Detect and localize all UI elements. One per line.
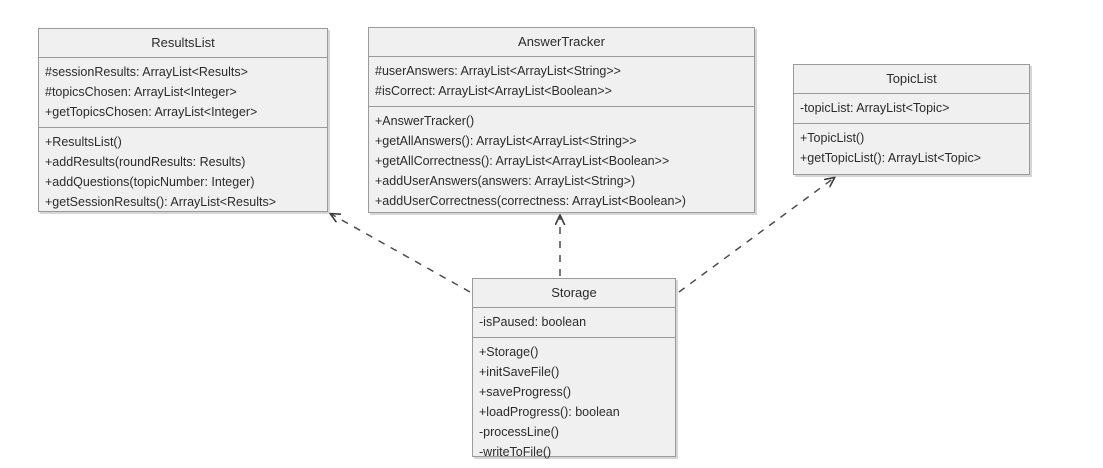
class-title-results-list: ResultsList xyxy=(39,29,327,58)
class-method: +addQuestions(topicNumber: Integer) xyxy=(45,175,255,189)
class-method: -writeToFile() xyxy=(479,445,552,459)
class-attribute: #userAnswers: ArrayList<ArrayList<String… xyxy=(375,64,621,78)
class-method: +getSessionResults(): ArrayList<Results> xyxy=(45,195,277,209)
class-method: +AnswerTracker() xyxy=(375,114,475,128)
class-attributes-answer-tracker: #userAnswers: ArrayList<ArrayList<String… xyxy=(369,57,754,107)
class-methods-topic-list: +TopicList() +getTopicList(): ArrayList<… xyxy=(794,124,1029,173)
class-method: +addResults(roundResults: Results) xyxy=(45,155,246,169)
class-attributes-topic-list: -topicList: ArrayList<Topic> xyxy=(794,94,1029,124)
class-attribute: +getTopicsChosen: ArrayList<Integer> xyxy=(45,105,258,119)
class-title-answer-tracker: AnswerTracker xyxy=(369,28,754,57)
class-method: +getTopicList(): ArrayList<Topic> xyxy=(800,151,981,165)
class-method: -processLine() xyxy=(479,425,559,439)
class-attribute: -topicList: ArrayList<Topic> xyxy=(800,101,950,115)
class-method: +initSaveFile() xyxy=(479,365,560,379)
class-methods-answer-tracker: +AnswerTracker() +getAllAnswers(): Array… xyxy=(369,107,754,216)
class-method: +getAllAnswers(): ArrayList<ArrayList<St… xyxy=(375,134,637,148)
class-attributes-results-list: #sessionResults: ArrayList<Results> #top… xyxy=(39,58,327,128)
class-box-storage[interactable]: Storage -isPaused: boolean +Storage() +i… xyxy=(472,278,676,459)
class-attribute: #sessionResults: ArrayList<Results> xyxy=(45,65,248,79)
class-methods-results-list: +ResultsList() +addResults(roundResults:… xyxy=(39,128,327,217)
class-method: +Storage() xyxy=(479,345,539,359)
class-method: +getAllCorrectness(): ArrayList<ArrayLis… xyxy=(375,154,670,168)
class-attribute: #topicsChosen: ArrayList<Integer> xyxy=(45,85,237,99)
class-title-topic-list: TopicList xyxy=(794,65,1029,94)
class-methods-storage: +Storage() +initSaveFile() +saveProgress… xyxy=(473,338,675,467)
class-method: +addUserCorrectness(correctness: ArrayLi… xyxy=(375,194,686,208)
class-method: +TopicList() xyxy=(800,131,865,145)
class-method: +loadProgress(): boolean xyxy=(479,405,620,419)
dependency-edge-storage-to-results-list xyxy=(331,214,471,293)
class-attributes-storage: -isPaused: boolean xyxy=(473,308,675,338)
class-attribute: -isPaused: boolean xyxy=(479,315,587,329)
class-method: +saveProgress() xyxy=(479,385,572,399)
class-attribute: #isCorrect: ArrayList<ArrayList<Boolean>… xyxy=(375,84,612,98)
class-title-storage: Storage xyxy=(473,279,675,308)
class-box-results-list[interactable]: ResultsList #sessionResults: ArrayList<R… xyxy=(38,28,328,212)
class-box-answer-tracker[interactable]: AnswerTracker #userAnswers: ArrayList<Ar… xyxy=(368,27,755,213)
class-method: +ResultsList() xyxy=(45,135,122,149)
class-box-topic-list[interactable]: TopicList -topicList: ArrayList<Topic> +… xyxy=(793,64,1030,175)
class-method: +addUserAnswers(answers: ArrayList<Strin… xyxy=(375,174,636,188)
